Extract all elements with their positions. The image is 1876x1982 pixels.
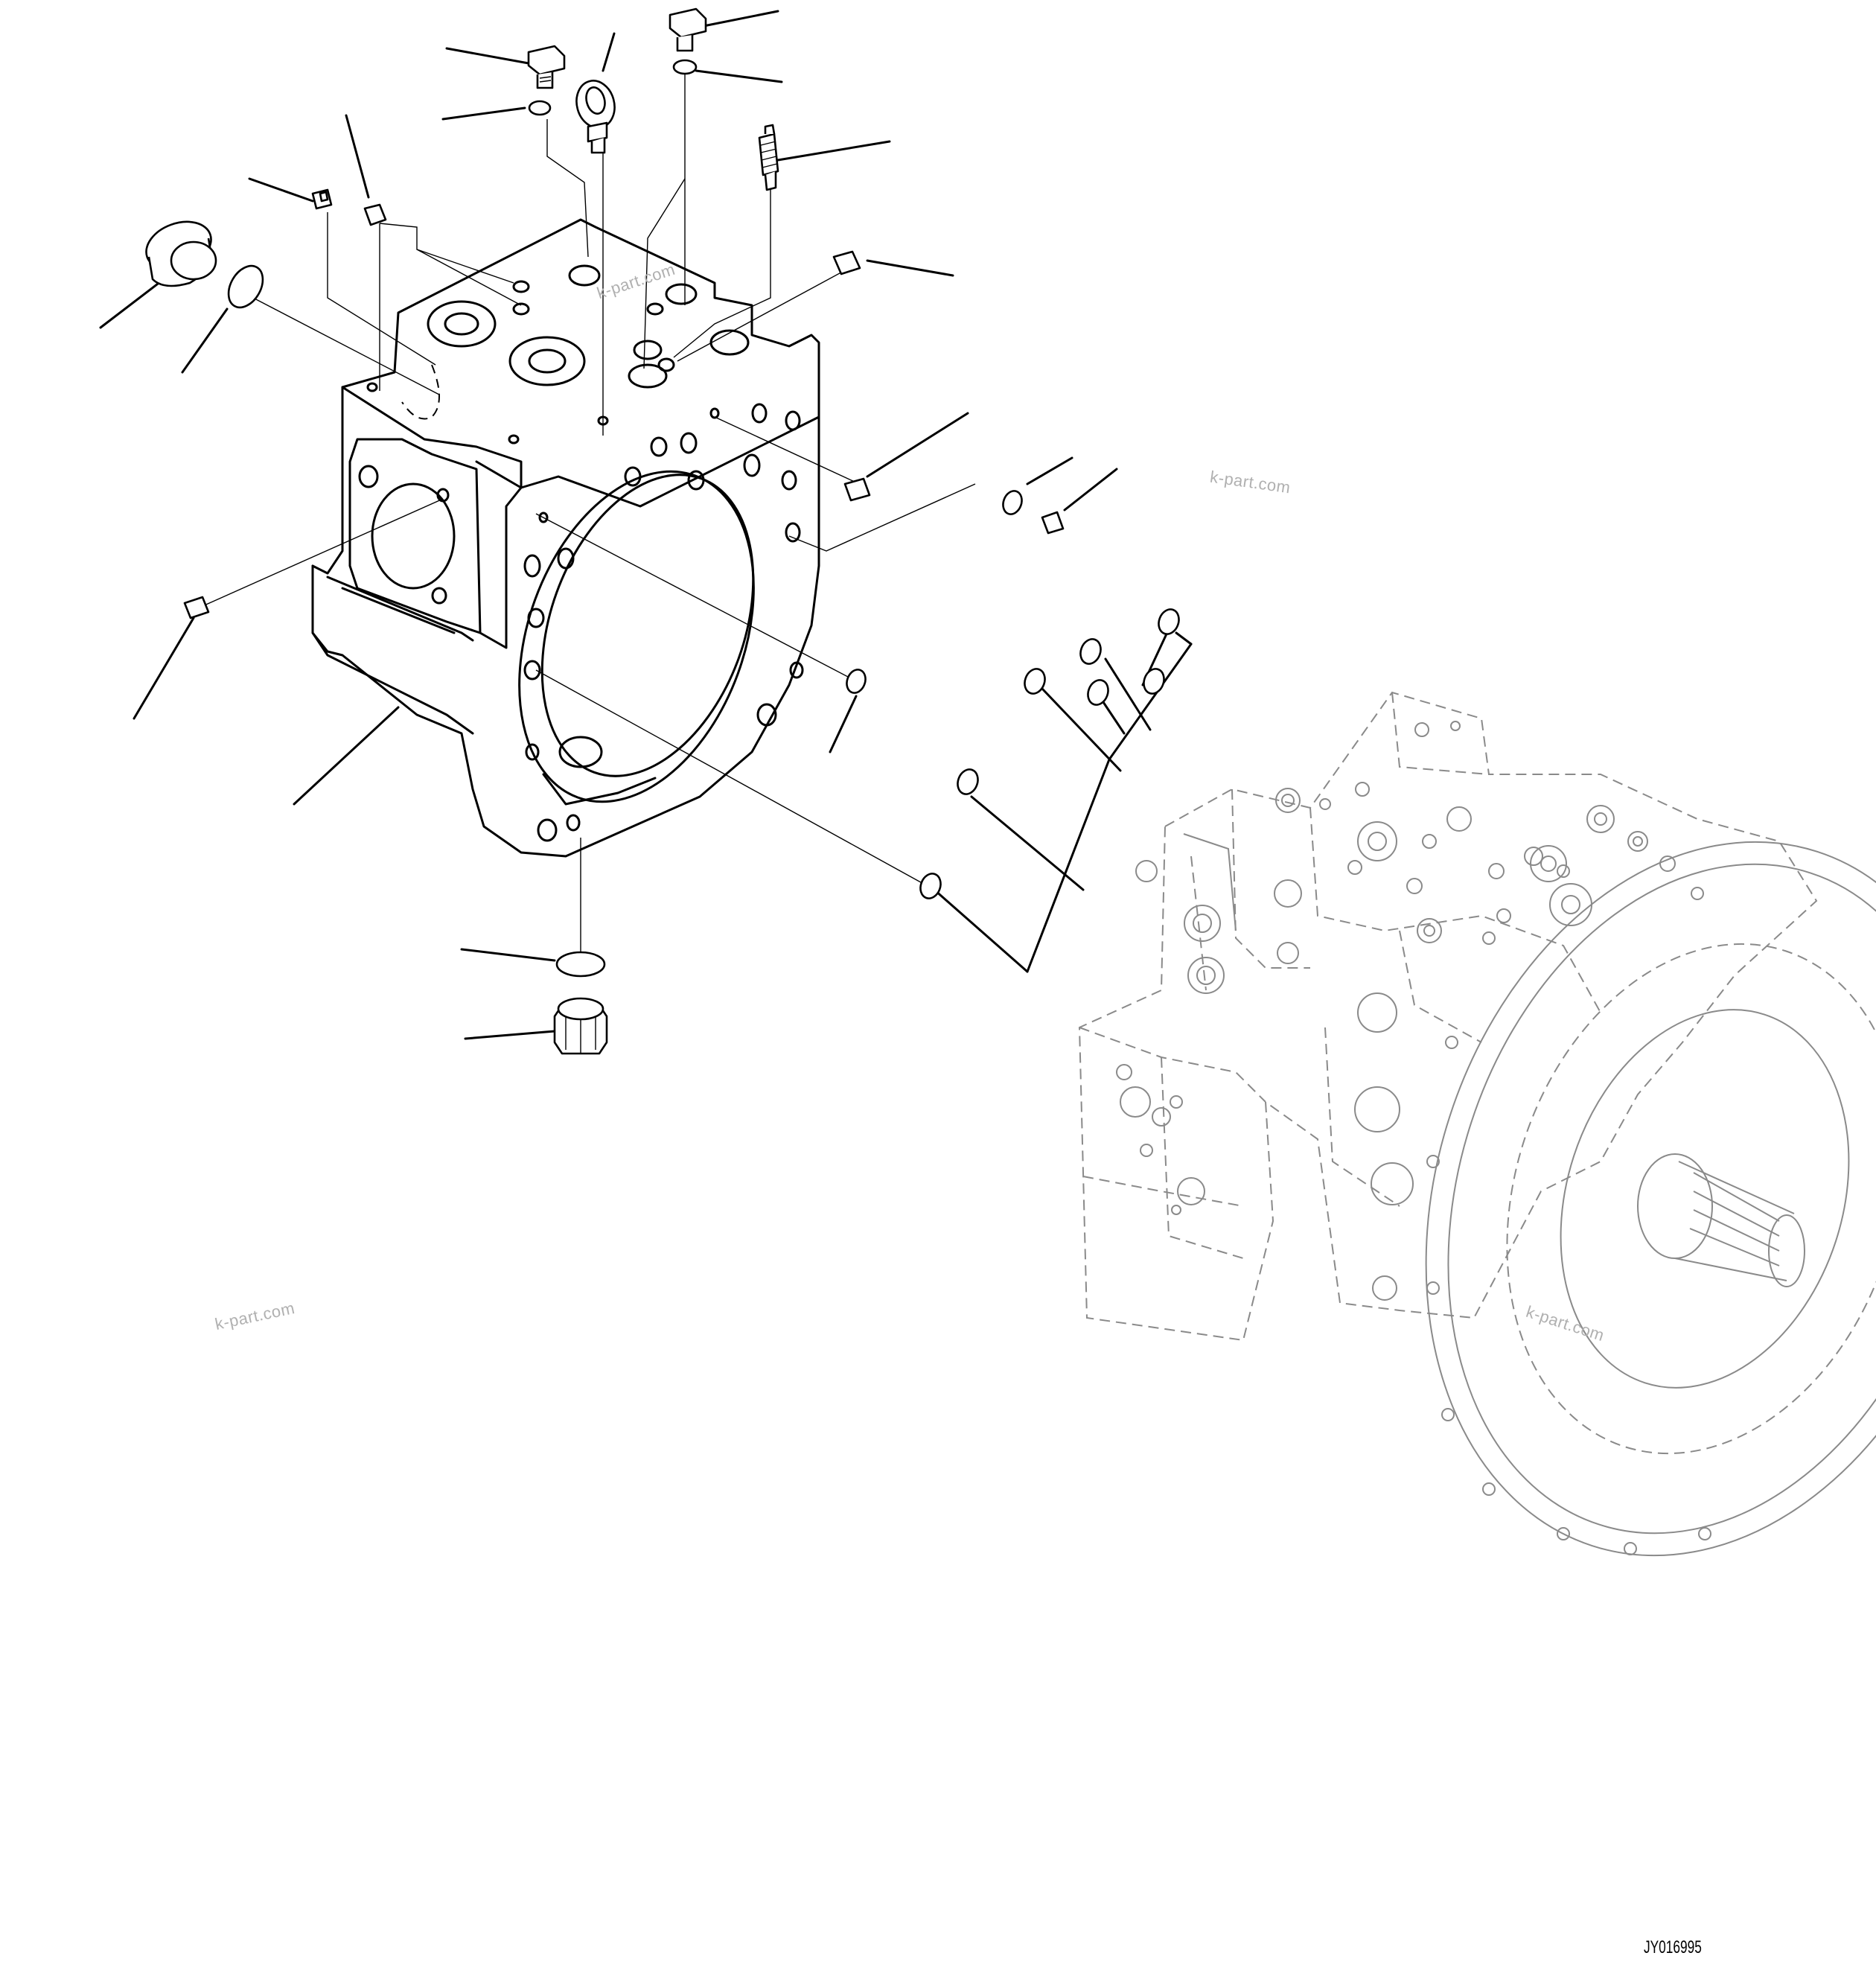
eye-bolt-part: [575, 80, 616, 154]
reference-pump-assembly: [1078, 691, 1876, 1557]
o-ring-part: [846, 669, 867, 694]
o-ring-part: [1024, 668, 1046, 695]
o-ring-part: [672, 59, 698, 75]
plug-part: [311, 188, 333, 210]
o-ring-part: [555, 951, 606, 978]
o-ring-part: [1087, 679, 1109, 706]
o-ring-part: [1079, 638, 1102, 665]
large-plug-part: [145, 220, 217, 287]
drain-plug-part: [553, 997, 608, 1055]
o-ring-part: [919, 873, 942, 899]
figure-id-label: JY016995: [1644, 1937, 1702, 1957]
plug-part: [843, 477, 871, 502]
o-ring-part: [1158, 608, 1180, 635]
plug-part: [183, 596, 210, 619]
plug-part: [363, 203, 387, 226]
bolt-part: [527, 45, 566, 89]
o-ring-part: [1143, 668, 1165, 695]
plug-part: [832, 250, 861, 275]
o-ring-part: [528, 100, 552, 116]
o-ring-part: [227, 264, 264, 309]
bolt-part: [669, 7, 707, 52]
plug-part: [1041, 511, 1065, 535]
pump-housing: [311, 218, 820, 858]
parts: [145, 7, 1180, 1055]
nipple-part: [758, 124, 779, 191]
leader-lines: [99, 10, 1193, 1040]
o-ring-part: [1002, 490, 1023, 515]
o-ring-part: [957, 768, 979, 795]
